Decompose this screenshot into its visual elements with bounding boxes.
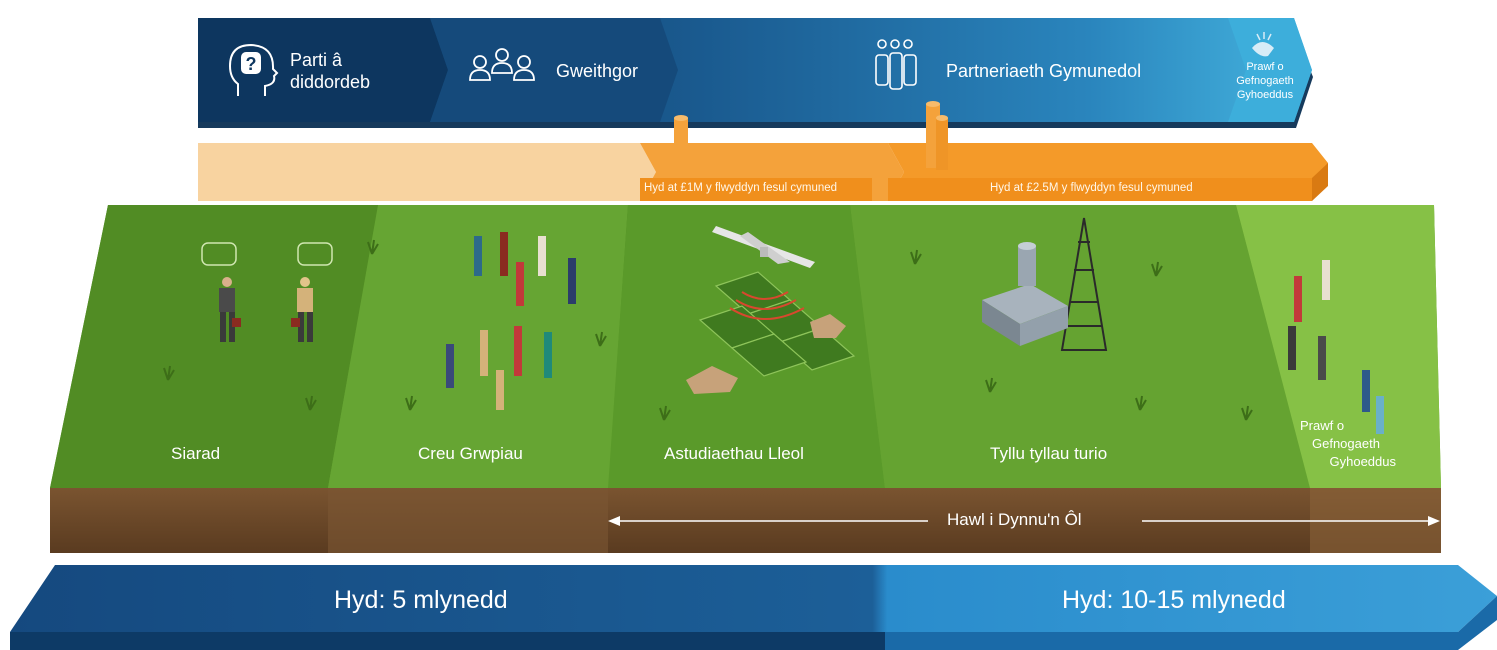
stage-segment-4 <box>1228 18 1312 122</box>
people-group-icon <box>469 48 535 81</box>
funding-label-band-1 <box>640 178 872 201</box>
stage-segment-2 <box>430 18 678 122</box>
survey-grid <box>698 271 856 377</box>
stage-banner <box>198 18 1313 128</box>
funding-bar <box>198 143 1328 201</box>
duration-bar <box>10 565 1497 650</box>
coin-stack-2 <box>926 101 948 170</box>
stage-label-public-support-test: Prawf o Gefnogaeth Gyhoeddus <box>1234 60 1296 102</box>
grass-tuft-icon <box>163 239 1253 421</box>
zone-drilling-area <box>850 205 1310 488</box>
zone-label-create-groups: Creu Grwpiau <box>418 444 523 463</box>
community-people-icon <box>875 39 917 90</box>
crowd-figures <box>446 232 576 410</box>
duration-label-second: Hyd: 10-15 mlynedd <box>1062 586 1286 614</box>
funding-label-tier1: Hyd at £1M y flwyddyn fesul cymuned <box>644 182 838 194</box>
zone-label-test: Prawf o Gefnogaeth Gyhoeddus <box>1300 417 1396 471</box>
zone-label-talk: Siarad <box>171 444 221 463</box>
zone-label-test-line3: Gyhoeddus <box>1329 454 1397 469</box>
withdrawal-label: Hawl i Dynnu'n Ôl <box>947 510 1082 529</box>
stage-segment-1 <box>198 18 448 122</box>
stage-label-working-group: Gweithgor <box>556 61 639 81</box>
stage-label-test-line3: Gyhoeddus <box>1236 89 1294 101</box>
handshake-icon <box>1252 32 1274 57</box>
signal-waves <box>729 291 805 320</box>
stage-label-interested-party-line1: Parti â <box>290 50 343 70</box>
zone-test-area <box>1236 205 1441 488</box>
rock-icon <box>686 314 846 394</box>
withdrawal-arrow <box>608 516 1440 526</box>
stage-label-interested-party-line2: diddordeb <box>290 72 371 92</box>
terrain <box>50 205 1441 553</box>
zone-talk-area <box>50 205 378 488</box>
zone-label-test-line2: Gefnogaeth <box>1312 436 1380 451</box>
zone-label-drilling: Tyllu tyllau turio <box>990 444 1108 463</box>
zone-label-local-studies: Astudiaethau Lleol <box>664 444 804 463</box>
zone-groups-area <box>328 205 628 488</box>
speech-bubble-icon <box>201 242 333 266</box>
funding-label-band-2 <box>888 178 1312 201</box>
question-head-icon: ? <box>228 43 279 96</box>
stage-label-test-line2: Gefnogaeth <box>1236 75 1294 87</box>
zone-label-test-line1: Prawf o <box>1300 418 1345 433</box>
funding-segment-pre <box>198 143 656 201</box>
stage-label-test-line1: Prawf o <box>1246 61 1284 73</box>
test-crowd-figures <box>1288 260 1384 434</box>
building-icon <box>982 242 1068 346</box>
person-figure <box>219 277 313 342</box>
drone-icon <box>712 226 815 268</box>
coin-stack-1 <box>674 115 688 160</box>
drilling-rig-icon <box>1060 217 1108 351</box>
duration-label-first: Hyd: 5 mlynedd <box>334 586 508 614</box>
svg-text:?: ? <box>246 54 257 74</box>
funding-label-tier2: Hyd at £2.5M y flwyddyn fesul cymuned <box>990 182 1193 194</box>
stage-label-community-partnership: Partneriaeth Gymunedol <box>946 61 1142 81</box>
